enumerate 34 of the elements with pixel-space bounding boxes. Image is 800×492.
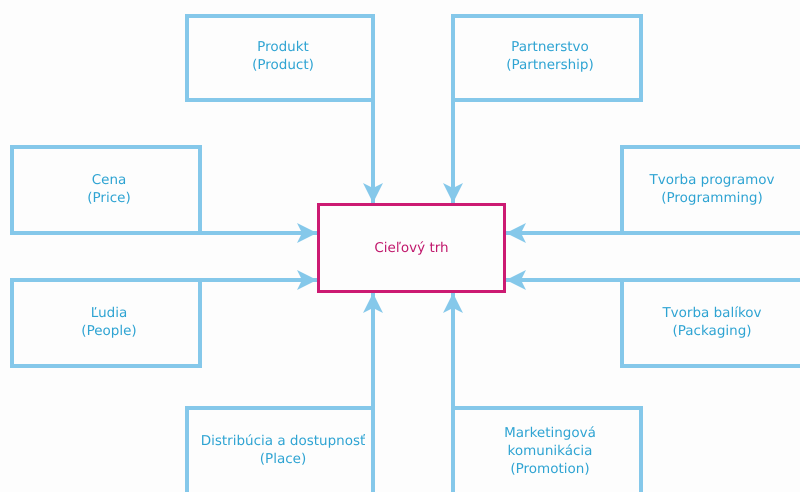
arrow — [363, 100, 383, 203]
factor-label: Tvorba programov — [649, 171, 775, 189]
factor-box — [185, 14, 375, 102]
english-label: (People) — [81, 322, 137, 340]
english-label: (Programming) — [661, 189, 763, 207]
factor-box — [10, 278, 202, 368]
english-label: (Product) — [252, 56, 314, 74]
english-label: (Price) — [87, 189, 131, 207]
factor-box — [10, 145, 202, 235]
factor-label: Partnerstvo — [511, 38, 589, 56]
factor-box — [185, 406, 375, 492]
arrow — [506, 223, 622, 243]
factor-label: Ľudia — [90, 304, 128, 322]
factor-box — [620, 278, 800, 368]
factor-label: Produkt — [257, 38, 309, 56]
factor-label: Cena — [92, 171, 126, 189]
arrow — [200, 270, 317, 290]
factor-box — [620, 145, 800, 235]
arrow — [363, 293, 383, 408]
english-label: (Packaging) — [672, 322, 752, 340]
factor-box — [451, 14, 643, 102]
target-box — [317, 203, 506, 293]
arrow — [506, 270, 622, 290]
target-label: Cieľový trh — [374, 239, 449, 257]
factor-label: Marketingová komunikácia — [503, 424, 597, 460]
factor-label: Tvorba balíkov — [662, 304, 762, 322]
english-label: (Place) — [260, 450, 306, 468]
arrow — [443, 100, 463, 203]
english-label: (Promotion) — [510, 460, 590, 478]
factor-box — [451, 406, 643, 492]
arrow — [200, 223, 317, 243]
arrow — [443, 293, 463, 408]
english-label: (Partnership) — [506, 56, 594, 74]
factor-label: Distribúcia a dostupnosť — [200, 432, 366, 450]
